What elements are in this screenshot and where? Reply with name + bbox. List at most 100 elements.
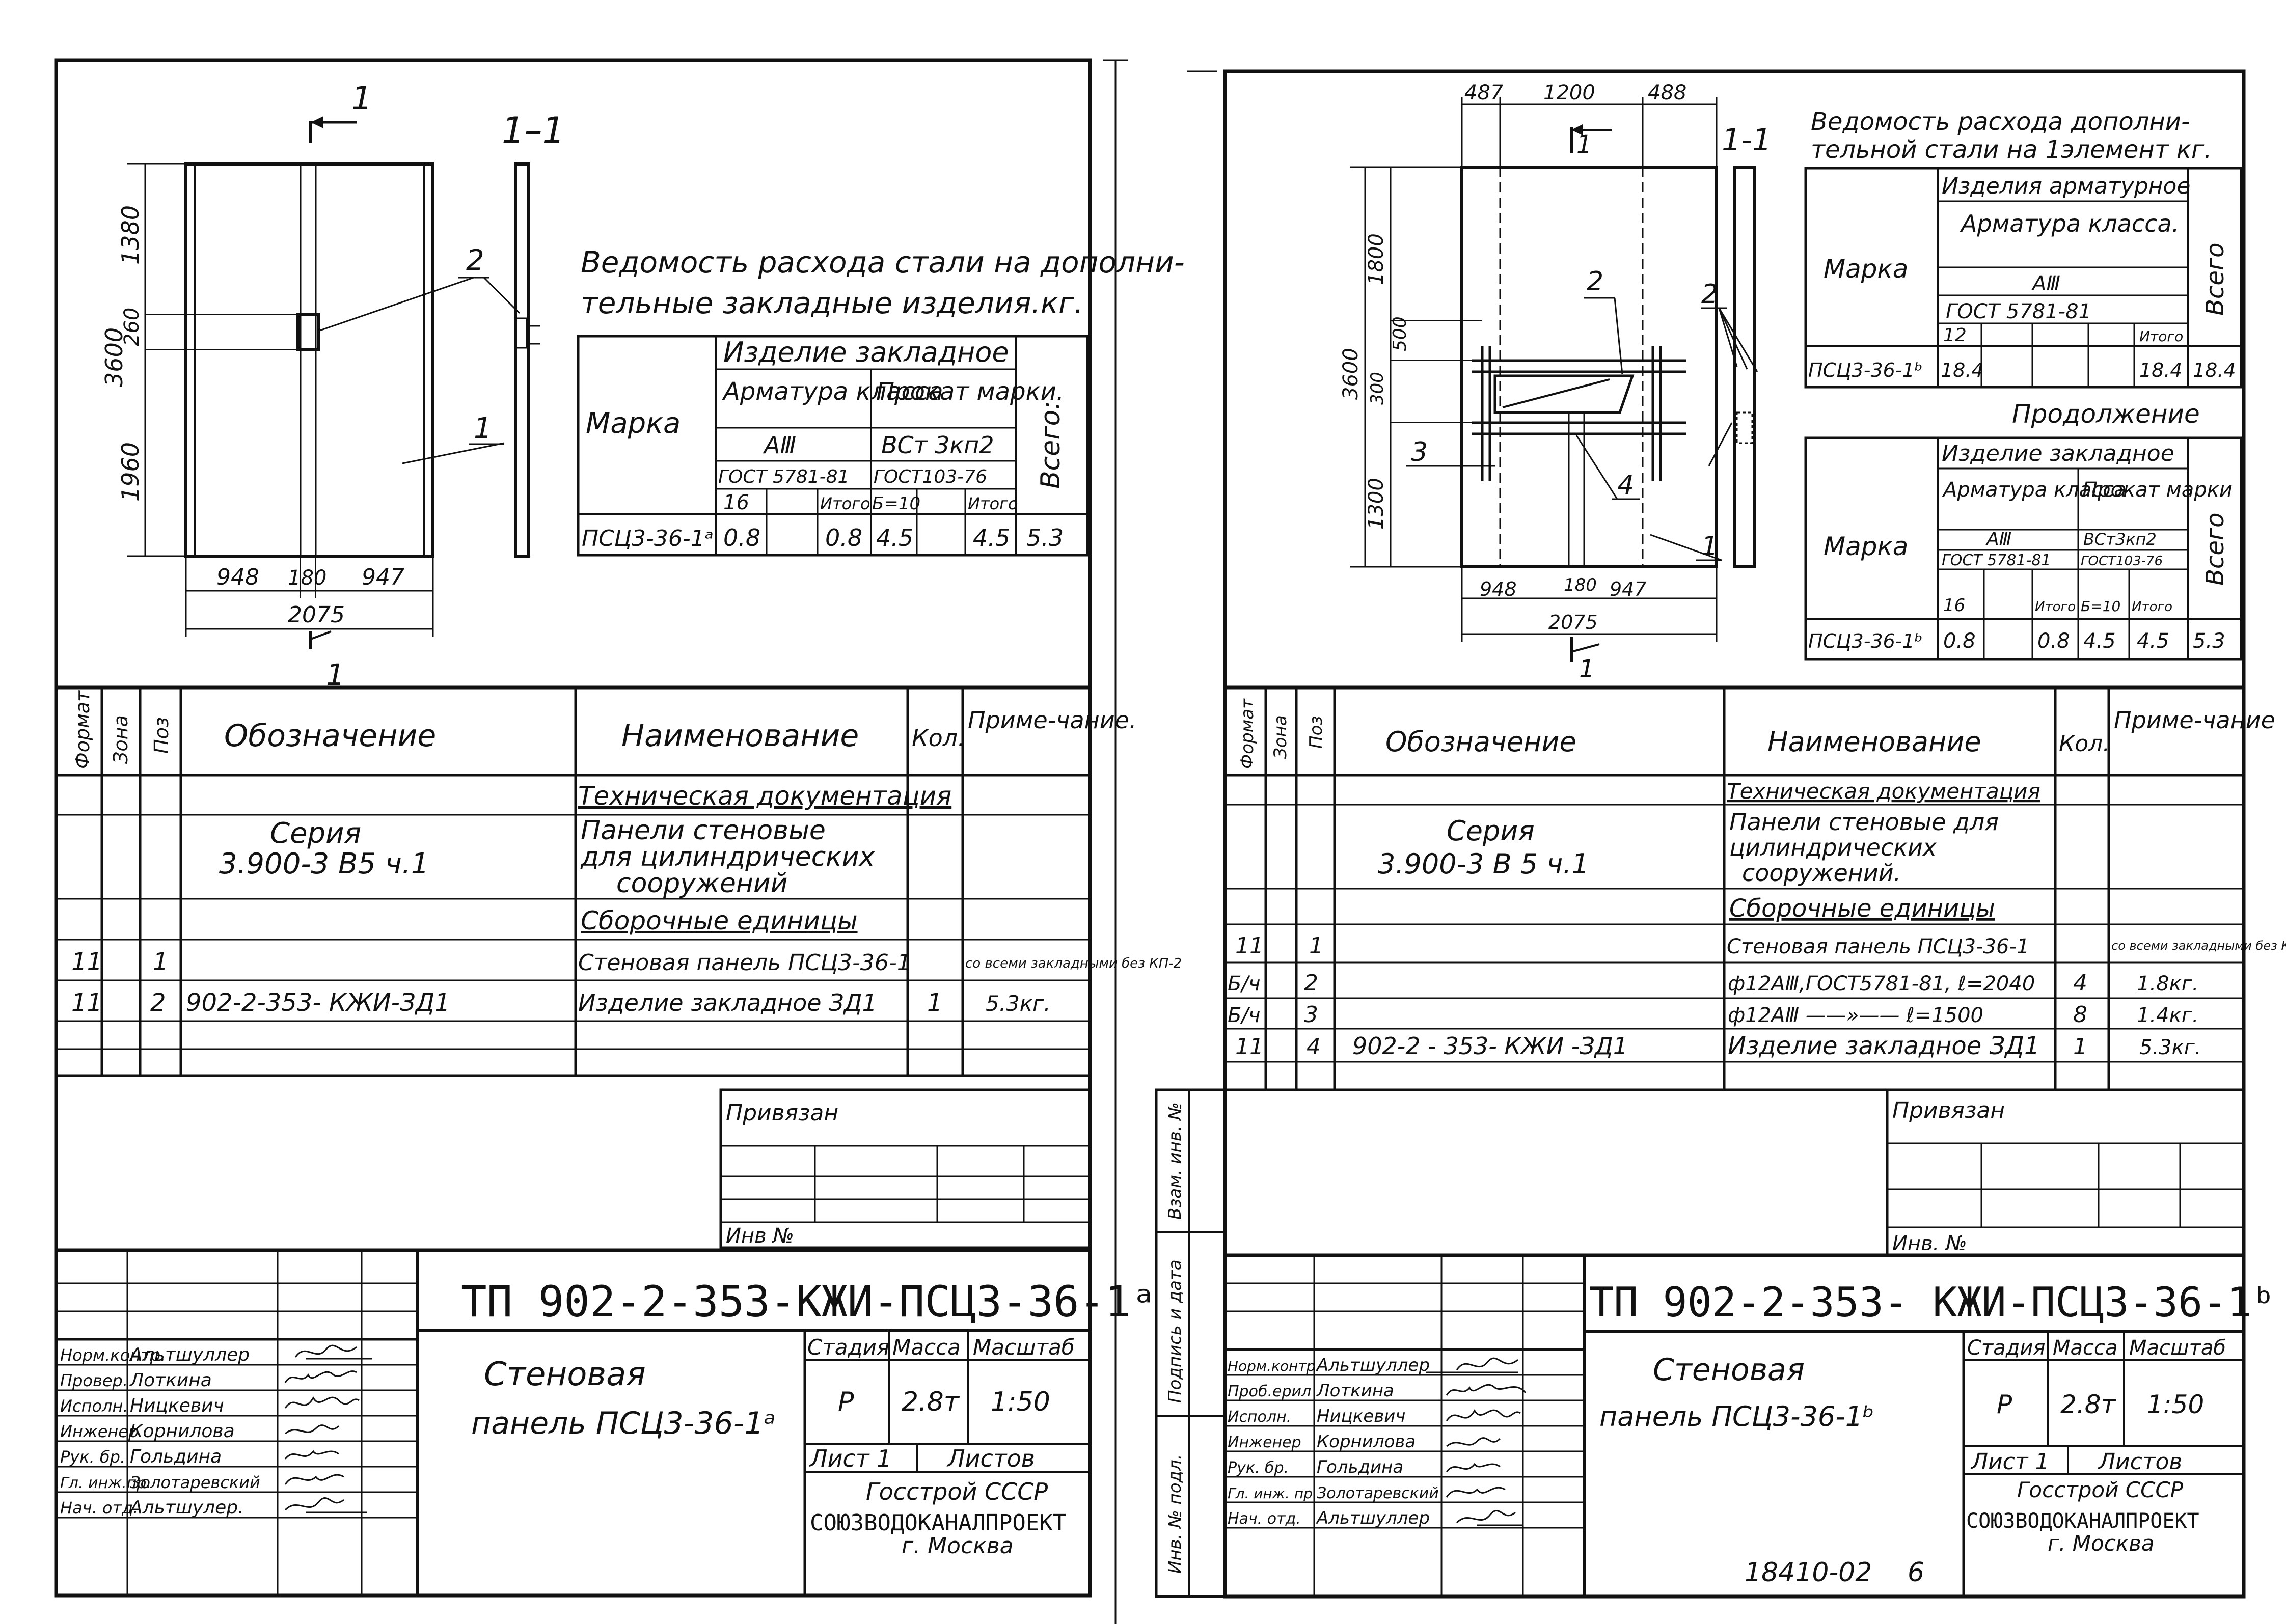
right-row2-note: 1.8кг. — [2137, 972, 2199, 996]
right-row3-note: 1.4кг. — [2137, 1004, 2199, 1027]
right-staff-5-name: Золотаревский — [1317, 1484, 1439, 1502]
right-steel1-gost: ГОСТ 5781-81 — [1946, 300, 2091, 323]
right-row2-pos: 2 — [1304, 970, 1318, 996]
left-col-format: Формат — [71, 690, 94, 769]
right-steel1-v5: 18.4 — [2193, 359, 2236, 381]
right-row2-format: Б/ч — [1228, 972, 1261, 996]
right-dim-1300: 1300 — [1365, 478, 1388, 530]
left-dim-948: 948 — [216, 564, 259, 590]
right-steel1-total: Всего — [2201, 243, 2229, 316]
left-dim-2075: 2075 — [288, 602, 345, 628]
left-staff-1-name: Лоткина — [129, 1370, 212, 1391]
left-docname-3: сооружений — [616, 868, 787, 899]
right-row1-pos: 1 — [1309, 933, 1323, 959]
left-row2-pos: 2 — [150, 988, 166, 1017]
right-staff-2-role: Исполн. — [1228, 1408, 1291, 1426]
right-steel2-class-vst: ВСт3кп2 — [2083, 530, 2157, 549]
right-steel1-itogo: Итого — [2139, 328, 2183, 345]
left-docname-2: для цилиндрических — [580, 842, 875, 872]
right-dim-948: 948 — [1480, 578, 1517, 600]
left-row1-format: 11 — [71, 948, 102, 976]
left-staff-6-role: Нач. отд. — [60, 1498, 138, 1518]
left-steel-table: Ведомость расхода стали на дополни- тель… — [577, 245, 1185, 557]
right-title-code: ТП 902-2-353- КЖИ-ПСЦ3-36-1ᵇ — [1589, 1279, 2276, 1326]
right-title-block: ТП 902-2-353- КЖИ-ПСЦ3-36-1ᵇ Стеновая па… — [1225, 1253, 2276, 1597]
right-steel2-group: Изделие закладное — [1942, 441, 2174, 466]
right-steel2-total: Всего — [2201, 513, 2229, 586]
right-staff-6-name: Альтшуллер — [1316, 1508, 1430, 1528]
left-embedded-part — [296, 313, 320, 351]
left-org-2: СОЮЗВОДОКАНАЛПРОЕКТ — [810, 1510, 1066, 1536]
left-mass-h: Масса — [892, 1335, 961, 1360]
right-row2-name: ф12АⅢ,ГОСТ5781-81, ℓ=2040 — [1728, 972, 2035, 996]
right-sheet-no: Лист 1 — [1970, 1449, 2049, 1475]
left-org-1: Госстрой СССР — [866, 1478, 1048, 1505]
left-title-code: ТП 902-2-353-КЖИ-ПСЦ3-36-1ᵃ — [461, 1277, 1156, 1327]
left-dim-1960: 1960 — [117, 442, 144, 502]
right-steel1-title-1: Ведомость расхода дополни- — [1811, 107, 2190, 136]
left-sheet-no: Лист 1 — [809, 1445, 891, 1472]
left-steel-b10: Б=10 — [872, 493, 920, 514]
right-steel2-gost1: ГОСТ 5781-81 — [1942, 552, 2051, 569]
left-row2-qty: 1 — [927, 988, 943, 1017]
right-series-1: Серия — [1447, 815, 1535, 847]
right-callout-1: 1 — [1701, 531, 1718, 562]
right-steel2-prokat: Прокат марки — [2082, 478, 2233, 502]
left-steel-v6: 5.3 — [1026, 524, 1064, 552]
left-row1-name: Стеновая панель ПСЦ3-36-1 — [578, 950, 911, 976]
left-col-designation: Обозначение — [224, 718, 436, 754]
right-section-label: 1-1 — [1722, 122, 1772, 158]
page-number: 6 — [1908, 1557, 1924, 1588]
left-col-qty: Кол. — [912, 724, 965, 752]
right-steel1-row-mark: ПСЦ3-36-1ᵇ — [1808, 359, 1923, 381]
right-section-doc: Техническая документация — [1727, 779, 2040, 804]
left-staff-5-name: Золотаревский — [130, 1473, 260, 1492]
right-row3-qty: 8 — [2073, 1002, 2087, 1028]
left-col-zone: Зона — [110, 715, 132, 764]
left-steel-itogo1: Итого — [820, 494, 870, 513]
left-steel-marka: Марка — [586, 407, 681, 440]
right-title-name-1: Стеновая — [1653, 1352, 1805, 1388]
left-privyazan-block: Привязан Инв № — [719, 1088, 1092, 1249]
left-stage: Р — [838, 1387, 854, 1417]
right-sheet: Взам. инв. № Подпись и дата Инв. № подл.… — [1155, 69, 2286, 1599]
right-panel-outline — [1460, 166, 1718, 568]
left-row1-pos: 1 — [153, 948, 169, 976]
right-callout-4: 4 — [1617, 470, 1634, 501]
right-mass: 2.8т — [2060, 1390, 2117, 1419]
right-org-3: г. Москва — [2048, 1531, 2155, 1556]
left-staff-3-name: Корнилова — [130, 1421, 235, 1442]
right-privyazan-block: Привязан Инв. № — [1886, 1088, 2245, 1257]
right-stamp-1: Подпись и дата — [1165, 1259, 1185, 1403]
right-series-2: 3.900-3 В 5 ч.1 — [1378, 848, 1589, 880]
left-sheet-frame — [54, 58, 1092, 1598]
left-col-name: Наименование — [621, 718, 859, 754]
left-stage-h: Стадия — [807, 1335, 889, 1360]
right-steel2-diam: 16 — [1943, 595, 1965, 616]
right-continuation: Продолжение — [2012, 399, 2200, 429]
left-steel-itogo2: Итого — [968, 494, 1018, 513]
right-staff-1-name: Лоткина — [1316, 1381, 1394, 1401]
left-scale: 1:50 — [991, 1387, 1050, 1417]
right-row1-format: 11 — [1235, 933, 1264, 959]
left-series-1: Серия — [270, 817, 361, 850]
right-dim-2075: 2075 — [1548, 611, 1598, 634]
right-staff-3-name: Корнилова — [1317, 1432, 1416, 1452]
left-section-label: 1–1 — [502, 109, 565, 151]
right-row4-note: 5.3кг. — [2139, 1036, 2201, 1059]
left-dim-180: 180 — [288, 566, 326, 590]
left-steel-diam: 16 — [723, 491, 749, 514]
left-dim-3600: 3600 — [100, 327, 128, 387]
right-docname-2: цилиндрических — [1729, 834, 1937, 861]
right-steel2-itogo1: Итого — [2035, 599, 2076, 615]
right-row1-note: со всеми закладными без КП-2 — [2111, 939, 2286, 953]
right-steel2-v0: 0.8 — [1943, 629, 1976, 653]
left-org-3: г. Москва — [902, 1533, 1014, 1559]
left-panel-outline — [184, 162, 434, 558]
right-col-name: Наименование — [1767, 726, 1981, 758]
right-steel2-armatura: Арматура класса — [1942, 478, 2127, 502]
right-steel1-marka: Марка — [1824, 254, 1908, 284]
right-section-assembly: Сборочные единицы — [1729, 894, 1995, 923]
right-row3-pos: 3 — [1304, 1002, 1318, 1028]
right-inv-no: Инв. № — [1892, 1232, 1967, 1255]
